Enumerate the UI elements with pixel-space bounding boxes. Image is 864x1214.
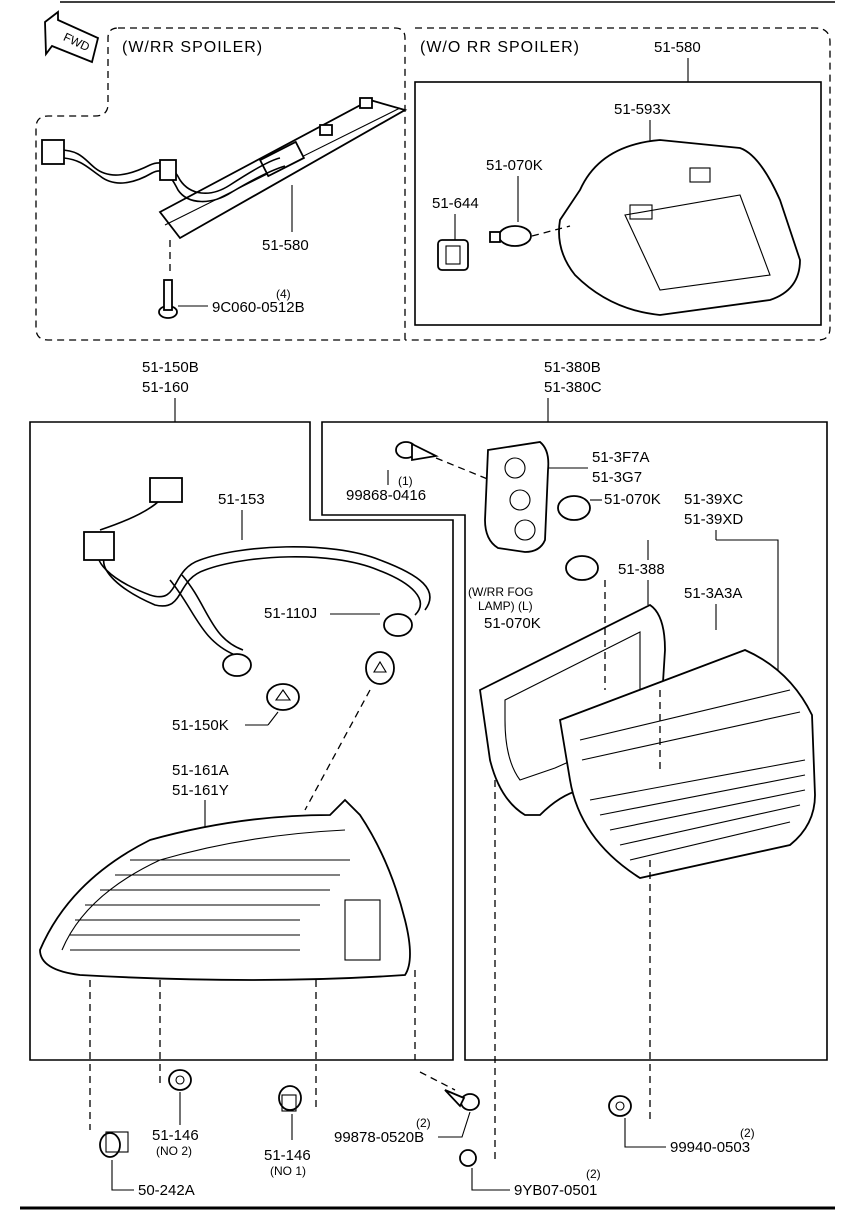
part-9yb07-0501: 9YB07-0501 [514, 1182, 597, 1199]
part-51-150b: 51-150B [142, 359, 199, 376]
part-51-593x: 51-593X [614, 101, 671, 118]
note-no1: (NO 1) [270, 1164, 306, 1178]
qty-2-a: (2) [416, 1116, 431, 1130]
part-51-161a: 51-161A [172, 762, 229, 779]
without-spoiler-region [405, 27, 831, 341]
qty-2-b: (2) [740, 1126, 755, 1140]
qty-1: (1) [398, 474, 413, 488]
outer-lamp-box [29, 421, 454, 1061]
inner-lamp-box [321, 421, 828, 1061]
bulb-icon [489, 225, 532, 247]
part-51-146-no2: 51-146 [152, 1127, 199, 1144]
part-51-580-spoiler: 51-580 [262, 237, 309, 254]
part-99878-0520b: 99878-0520B [334, 1129, 424, 1146]
fwd-arrow-icon: FWD [44, 10, 100, 64]
part-50-242a: 50-242A [138, 1182, 195, 1199]
part-51-39xc: 51-39XC [684, 491, 743, 508]
clip-icon [278, 1085, 302, 1112]
spoiler-wiring-harness [41, 139, 286, 203]
part-51-3g7: 51-3G7 [592, 469, 642, 486]
bulb-icon [365, 651, 395, 685]
note-no2: (NO 2) [156, 1144, 192, 1158]
screw-icon [395, 441, 439, 462]
part-99940-0503: 99940-0503 [670, 1139, 750, 1156]
with-spoiler-heading: (W/RR SPOILER) [122, 39, 263, 56]
part-51-110j: 51-110J [264, 605, 317, 622]
clip-icon [168, 1069, 192, 1091]
part-9c060-0512b: 9C060-0512B [212, 299, 305, 316]
part-51-380b: 51-380B [544, 359, 601, 376]
part-51-644: 51-644 [432, 195, 479, 212]
socket-icon [437, 239, 469, 271]
inner-tail-lamp [558, 649, 816, 879]
high-mount-lamp-spoiler [158, 97, 408, 240]
screw-icon [444, 1089, 480, 1111]
outer-lamp-wiring-harness [83, 477, 431, 677]
part-51-160: 51-160 [142, 379, 189, 396]
leader-dash [304, 689, 371, 811]
without-spoiler-heading: (W/O RR SPOILER) [420, 39, 580, 56]
part-51-070k-top: 51-070K [486, 157, 543, 174]
leader-dash [435, 457, 491, 481]
part-51-150k: 51-150K [172, 717, 229, 734]
part-51-070k-fog: 51-070K [484, 615, 541, 632]
part-51-3a3a: 51-3A3A [684, 585, 742, 602]
part-51-153: 51-153 [218, 491, 265, 508]
bulb-socket-plate [484, 441, 550, 553]
fog-lamp-note-line2: LAMP) (L) [478, 599, 533, 613]
nut-icon [608, 1095, 632, 1117]
part-51-388: 51-388 [618, 561, 665, 578]
part-51-380c: 51-380C [544, 379, 602, 396]
part-51-580-box: 51-580 [654, 39, 701, 56]
part-99868-0416: 99868-0416 [346, 487, 426, 504]
clip-icon [459, 1149, 477, 1167]
bulb-icon [565, 555, 599, 581]
qty-4: (4) [276, 287, 291, 301]
fog-lamp-note-line1: (W/RR FOG [468, 585, 533, 599]
bulb-icon [557, 495, 591, 521]
part-51-146-no1: 51-146 [264, 1147, 311, 1164]
with-spoiler-region [35, 27, 406, 341]
outer-tail-lamp [39, 798, 411, 981]
screw-icon [158, 279, 178, 319]
part-51-39xd: 51-39XD [684, 511, 743, 528]
leader-dash [531, 225, 571, 237]
leader-dash [419, 1071, 456, 1091]
clip-icon [99, 1131, 129, 1158]
without-spoiler-box [414, 81, 822, 326]
part-51-161y: 51-161Y [172, 782, 229, 799]
qty-2-c: (2) [586, 1167, 601, 1181]
high-mount-lamp-housing [558, 139, 801, 316]
part-51-3f7a: 51-3F7A [592, 449, 650, 466]
bulb-icon [266, 683, 300, 711]
part-51-070k-mid: 51-070K [604, 491, 661, 508]
